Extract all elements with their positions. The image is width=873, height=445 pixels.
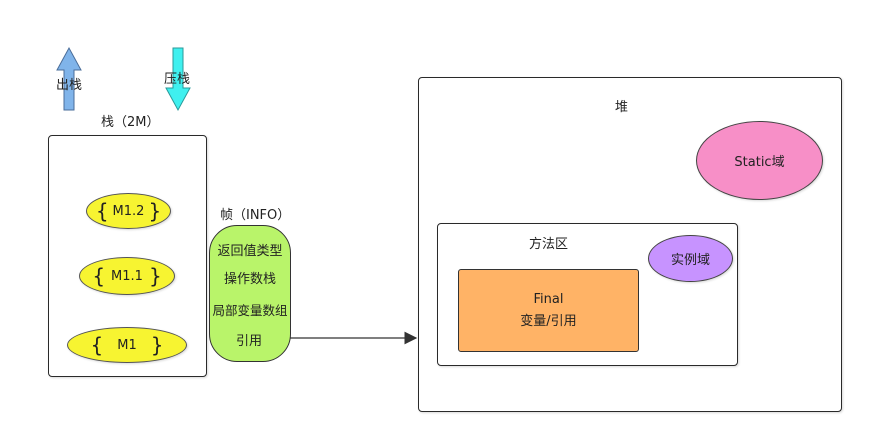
method-label: M1.2 — [112, 203, 145, 219]
method-m1-1: { M1.1 } — [79, 257, 175, 295]
brace-left-icon: { — [95, 199, 109, 223]
brace-right-icon: } — [148, 264, 162, 288]
final-label: Final — [533, 291, 564, 307]
method-label: M1 — [117, 337, 137, 353]
instance-domain: 实例域 — [648, 235, 733, 282]
heap-label: 堆 — [615, 100, 629, 115]
stack-label: 栈（2M） — [101, 115, 160, 130]
method-m1-2: { M1.2 } — [86, 193, 171, 229]
static-domain-label: Static域 — [734, 155, 785, 170]
frame-return-type: 返回值类型 — [217, 244, 283, 259]
pop-arrow-icon — [56, 46, 82, 111]
static-domain: Static域 — [696, 121, 823, 200]
method-area-label: 方法区 — [529, 237, 569, 252]
instance-domain-label: 实例域 — [670, 253, 710, 268]
final-sub-label: 变量/引用 — [520, 313, 577, 329]
brace-right-icon: } — [150, 333, 164, 357]
brace-left-icon: { — [90, 333, 104, 357]
frame-local-vars: 局部变量数组 — [212, 303, 288, 318]
method-m1: { M1 } — [67, 327, 187, 363]
push-arrow-icon — [165, 47, 191, 112]
frame-pill: 返回值类型 操作数栈 局部变量数组 引用 — [209, 225, 291, 362]
final-box: Final 变量/引用 — [458, 269, 639, 352]
method-label: M1.1 — [111, 268, 143, 284]
pop-label: 出栈 — [56, 78, 83, 93]
frame-reference: 引用 — [236, 334, 263, 349]
push-label: 压栈 — [164, 72, 191, 87]
frame-label: 帧（INFO） — [220, 208, 291, 223]
brace-left-icon: { — [92, 264, 106, 288]
frame-operand-stack: 操作数栈 — [223, 272, 276, 287]
brace-right-icon: } — [148, 199, 162, 223]
